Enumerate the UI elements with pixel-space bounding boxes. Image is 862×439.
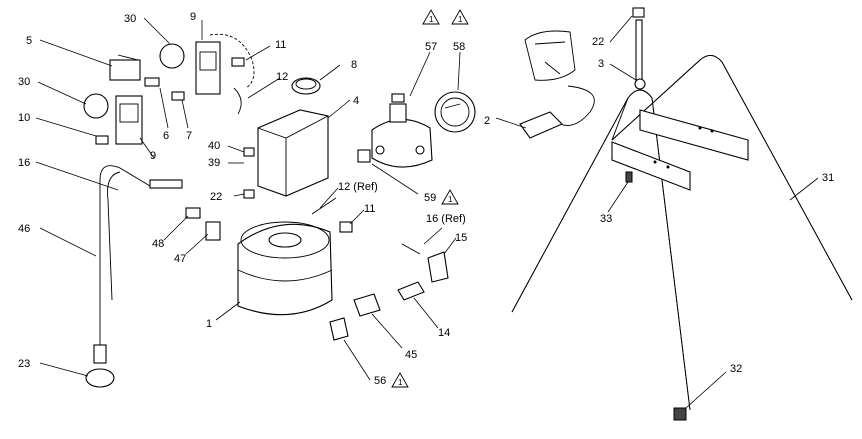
- callout-58: 58: [453, 41, 465, 53]
- revision-triangle-57: [422, 9, 440, 25]
- callout-8: 8: [351, 59, 357, 71]
- gauge-a: [159, 43, 185, 69]
- hoses: [209, 33, 421, 255]
- callout-23: 23: [18, 358, 30, 370]
- revision-triangle-56: [391, 372, 409, 388]
- revision-marks: 1 1 1 1: [391, 9, 469, 388]
- callout-4: 4: [353, 95, 359, 107]
- callout-16-ref: 16 (Ref): [426, 213, 466, 225]
- callout-48: 48: [152, 238, 164, 250]
- callout-45: 45: [405, 349, 417, 361]
- callout-14: 14: [438, 327, 450, 339]
- callout-30b: 30: [18, 76, 30, 88]
- revision-mark-58: 1: [458, 15, 463, 24]
- callout-16a: 16: [18, 157, 30, 169]
- callout-9b: 9: [150, 150, 156, 162]
- callout-22b: 22: [592, 36, 604, 48]
- air-regulator-a: [195, 41, 221, 95]
- siphon-tube: [93, 165, 183, 364]
- callout-3: 3: [598, 58, 604, 70]
- callout-46: 46: [18, 223, 30, 235]
- callout-1: 1: [206, 318, 212, 330]
- callout-5: 5: [26, 35, 32, 47]
- revision-mark-56: 1: [398, 378, 403, 387]
- callout-11b: 11: [364, 203, 375, 215]
- callout-31: 31: [822, 172, 834, 184]
- callout-30a: 30: [124, 13, 136, 25]
- callout-7: 7: [186, 130, 192, 142]
- callout-2: 2: [484, 115, 490, 127]
- gauge-b: [83, 93, 109, 119]
- revision-mark-59: 1: [448, 195, 453, 204]
- ball-valve: [109, 54, 141, 81]
- callout-6: 6: [163, 130, 169, 142]
- callout-56: 56: [374, 375, 386, 387]
- callout-47: 47: [174, 253, 186, 265]
- fittings: [85, 57, 449, 388]
- callout-12-ref: 12 (Ref): [338, 181, 378, 193]
- callout-57: 57: [425, 41, 437, 53]
- hopper-cover: [257, 77, 329, 197]
- air-motor-reference: [519, 30, 595, 139]
- air-regulator-b: [115, 95, 143, 145]
- callout-39: 39: [208, 157, 220, 169]
- callout-labels: 30 9 5 11 30 12 8 10 6 7 9 4 40 39 16 22…: [18, 11, 834, 387]
- callout-15: 15: [455, 232, 467, 244]
- stand-frame: [511, 55, 853, 421]
- leader-lines: [35, 15, 819, 409]
- revision-triangle-58: [451, 9, 469, 25]
- callout-11a: 11: [275, 39, 286, 51]
- frame-screw: [625, 171, 633, 183]
- callout-22a: 22: [210, 191, 222, 203]
- pump-body: [237, 221, 333, 316]
- callout-59: 59: [424, 192, 436, 204]
- revision-triangle-59: [441, 189, 459, 205]
- callout-10: 10: [18, 112, 30, 124]
- revision-mark-57: 1: [429, 15, 434, 24]
- callout-9a: 9: [190, 11, 196, 23]
- callout-12: 12: [276, 71, 288, 83]
- fluid-regulator: [357, 93, 433, 168]
- callout-40: 40: [208, 140, 220, 152]
- callout-33: 33: [600, 213, 612, 225]
- support-rod: [632, 7, 646, 90]
- callout-32: 32: [730, 363, 742, 375]
- pressure-gauge: [434, 91, 476, 133]
